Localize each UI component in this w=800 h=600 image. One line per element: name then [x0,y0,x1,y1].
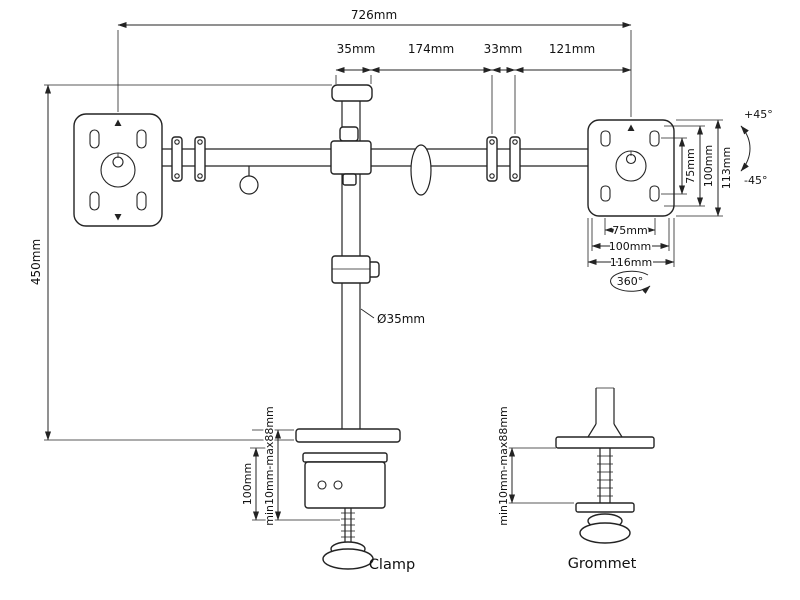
left-vesa-plate [73,113,163,227]
center-pole [330,84,380,429]
up-arrow-icon [627,124,635,131]
vesa-vertical-dimensions: 75mm 100mm 113mm [661,119,735,217]
vesa-slot-icon [649,185,660,202]
column-height-dimension: 450mm [27,84,332,441]
vesa-slot-icon [136,129,147,149]
grommet-lower-plate [575,502,635,513]
right-vesa-plate [587,119,675,217]
dim-clamp-desk-range: min10mm-max88mm [263,406,276,526]
right-joint-bracket [486,136,521,182]
clamp-knob [322,541,374,570]
grommet-pole-flare [587,423,623,438]
grommet-knob [579,513,631,544]
clamp-screw [341,508,355,543]
tilt-down-label: -45° [744,174,767,187]
grommet-dimension: min10mm-max88mm [495,404,574,528]
clamp-assembly [295,428,401,570]
down-arrow-icon [114,214,122,221]
cable-clip-ring-icon [410,144,432,196]
arm-segment-dimensions: 35mm 174mm 33mm 121mm [335,40,632,134]
dim-plate-width-116: 116mm [610,256,652,269]
vesa-slot-icon [136,191,147,211]
pole-height-collar [331,255,380,284]
pole-diameter-callout: Ø35mm [360,308,427,328]
dim-arm-inner-span: 174mm [408,42,454,56]
tilt-range-indicator: +45° -45° [740,106,774,189]
clamp-label: Clamp [369,557,415,573]
dim-joint-width: 33mm [484,42,523,56]
pole-top-cap [331,84,373,102]
clamp-top-plate [295,428,401,443]
vesa-horizontal-dimensions: 75mm 100mm 116mm [587,218,675,271]
dim-arm-end-span: 121mm [549,42,595,56]
vesa-slot-icon [89,191,100,211]
grommet-label: Grommet [568,556,637,572]
grommet-assembly [555,387,655,544]
dim-column-height: 450mm [29,239,43,285]
tilt-up-label: +45° [744,108,773,121]
vesa-slot-icon [600,185,611,202]
swivel-label: 360° [617,275,644,288]
dim-pole-top-width: 35mm [337,42,376,56]
vesa-slot-icon [89,129,100,149]
left-joint-bracket [171,136,206,182]
dim-clamp-height: 100mm [241,463,254,505]
dim-vesa-h-75: 75mm [612,224,647,237]
vesa-slot-icon [600,130,611,147]
swivel-indicator: 360° [610,270,651,294]
dim-grommet-desk-range: min10mm-max88mm [497,406,510,526]
up-arrow-icon [114,119,122,126]
overall-width-dimension: 726mm [117,6,632,117]
dim-overall-width: 726mm [351,8,397,22]
grommet-top-plate [555,436,655,449]
dim-plate-height-113: 113mm [720,147,733,189]
dim-vesa-h-100: 100mm [609,240,651,253]
vesa-slot-icon [649,130,660,147]
cable-hook-icon [239,166,259,195]
clamp-bracket [304,461,386,509]
monitor-arm-bar [162,144,588,196]
arm-pole-junction-clamp [330,126,372,186]
dim-vesa-v-100: 100mm [702,145,715,187]
dim-vesa-v-75: 75mm [684,148,697,183]
clamp-dimensions: 100mm min10mm-max88mm [239,404,340,528]
dim-pole-diameter: Ø35mm [377,312,425,326]
clamp-upper-jaw [302,452,388,463]
grommet-screw [597,448,613,503]
